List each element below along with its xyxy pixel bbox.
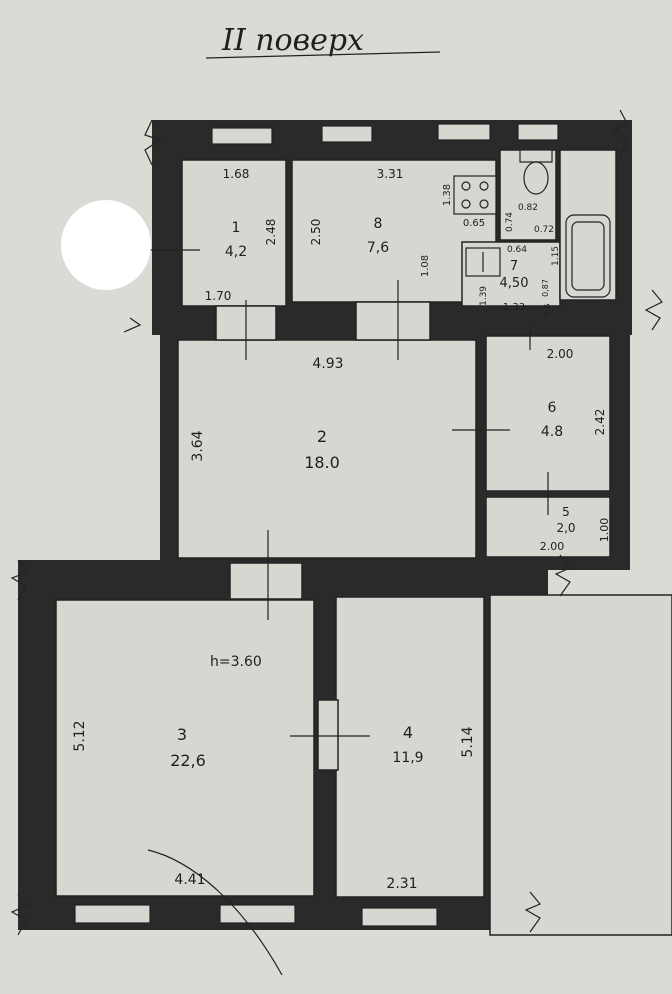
room-3-floor xyxy=(55,599,315,897)
dim-room2-depth: 3.64 xyxy=(190,430,206,461)
bathtub-icon xyxy=(565,214,611,298)
dim-room3-width: 4.41 xyxy=(174,872,205,888)
dim-toilet-width: 0.82 xyxy=(518,203,538,213)
toilet-area-floor xyxy=(499,149,557,241)
dim-room7-corner: 0,6 xyxy=(543,304,552,317)
dim-room3-depth: 5.12 xyxy=(72,720,88,751)
window-room-3-right xyxy=(219,904,296,924)
dim-room4-depth: 5.14 xyxy=(460,726,476,757)
dim-toilet-depth: 0.74 xyxy=(505,212,515,232)
redaction-dot-icon xyxy=(61,200,151,290)
wall-break-marks xyxy=(10,109,663,936)
room-6-area: 4.8 xyxy=(541,424,563,440)
window-room-4 xyxy=(361,907,438,927)
room-4-area: 11,9 xyxy=(392,750,423,766)
room-3-area: 22,6 xyxy=(170,751,206,770)
dim-hall-width: 0.64 xyxy=(507,245,527,255)
dim-room7-width: 1,33 xyxy=(503,302,525,313)
toilet-icon xyxy=(519,149,553,195)
dim-room8-width: 3.31 xyxy=(377,167,404,181)
dim-room7-depth: 1.39 xyxy=(479,286,489,306)
door-openings xyxy=(145,249,549,771)
room-8-number: 8 xyxy=(374,216,383,232)
dim-room6-width: 2.00 xyxy=(547,347,574,361)
exterior-right-area xyxy=(489,594,672,936)
dim-room1-width: 1.68 xyxy=(223,167,250,181)
sink-icon xyxy=(465,247,501,277)
dim-stove-width: 0.65 xyxy=(463,218,485,229)
room-5-area: 2,0 xyxy=(556,521,575,535)
ceiling-height-note: h=3.60 xyxy=(210,654,262,670)
dim-kitchen-step: 1.08 xyxy=(420,255,431,277)
room-interiors xyxy=(55,149,672,936)
room-5-number: 5 xyxy=(562,505,570,519)
room-2-area: 18.0 xyxy=(304,453,340,472)
room-8-2-opening xyxy=(355,301,431,341)
window-room-8 xyxy=(321,125,373,143)
dim-room1-bottom: 1.70 xyxy=(205,289,232,303)
room-2-number: 2 xyxy=(317,427,327,446)
dim-room5-depth: 1.00 xyxy=(598,518,611,543)
window-kitchen xyxy=(437,123,491,141)
pen-stroke xyxy=(147,849,283,976)
dim-room7-right: 0,87 xyxy=(541,279,550,297)
room-7-number: 7 xyxy=(510,259,518,274)
dimension-labels: 1.68 2.48 1.70 3.31 2.50 1.38 0.65 0.82 … xyxy=(72,167,611,892)
room-8-area: 7,6 xyxy=(367,240,389,256)
room-1-number: 1 xyxy=(232,220,241,236)
dim-room8-depth: 2.50 xyxy=(309,219,323,246)
windows xyxy=(74,123,559,927)
room-2-floor xyxy=(177,339,477,559)
room-6-number: 6 xyxy=(548,400,557,416)
dim-bath-depth: 1.15 xyxy=(551,246,561,266)
dim-room6-depth: 2.42 xyxy=(593,409,607,436)
room-4-floor xyxy=(335,596,485,898)
window-toilet xyxy=(517,123,559,141)
corridor-opening xyxy=(229,562,303,600)
room-labels: 1 4,2 8 7,6 7 4,50 2 18.0 6 4.8 5 2,0 3 … xyxy=(170,216,575,770)
room-1-floor xyxy=(181,159,287,307)
window-room-3-left xyxy=(74,904,151,924)
window-room-1 xyxy=(211,127,273,145)
room-1-area: 4,2 xyxy=(225,244,247,260)
dim-room5-width: 2.00 xyxy=(540,540,565,553)
dim-room1-depth: 2.48 xyxy=(264,219,278,246)
dim-bath-width: 0.72 xyxy=(534,225,554,235)
room-3-4-opening xyxy=(317,699,339,771)
room-4-number: 4 xyxy=(403,723,413,742)
room-3-number: 3 xyxy=(177,725,187,744)
dim-stove-depth: 1.38 xyxy=(442,184,453,206)
title-underline xyxy=(205,51,441,59)
floor-title: II поверх xyxy=(221,23,364,58)
dim-room2-width: 4.93 xyxy=(312,356,343,372)
room-6-floor xyxy=(485,335,611,492)
stove-icon xyxy=(453,175,497,215)
dim-room4-width: 2.31 xyxy=(386,876,417,892)
room-7-area: 4,50 xyxy=(500,276,529,291)
